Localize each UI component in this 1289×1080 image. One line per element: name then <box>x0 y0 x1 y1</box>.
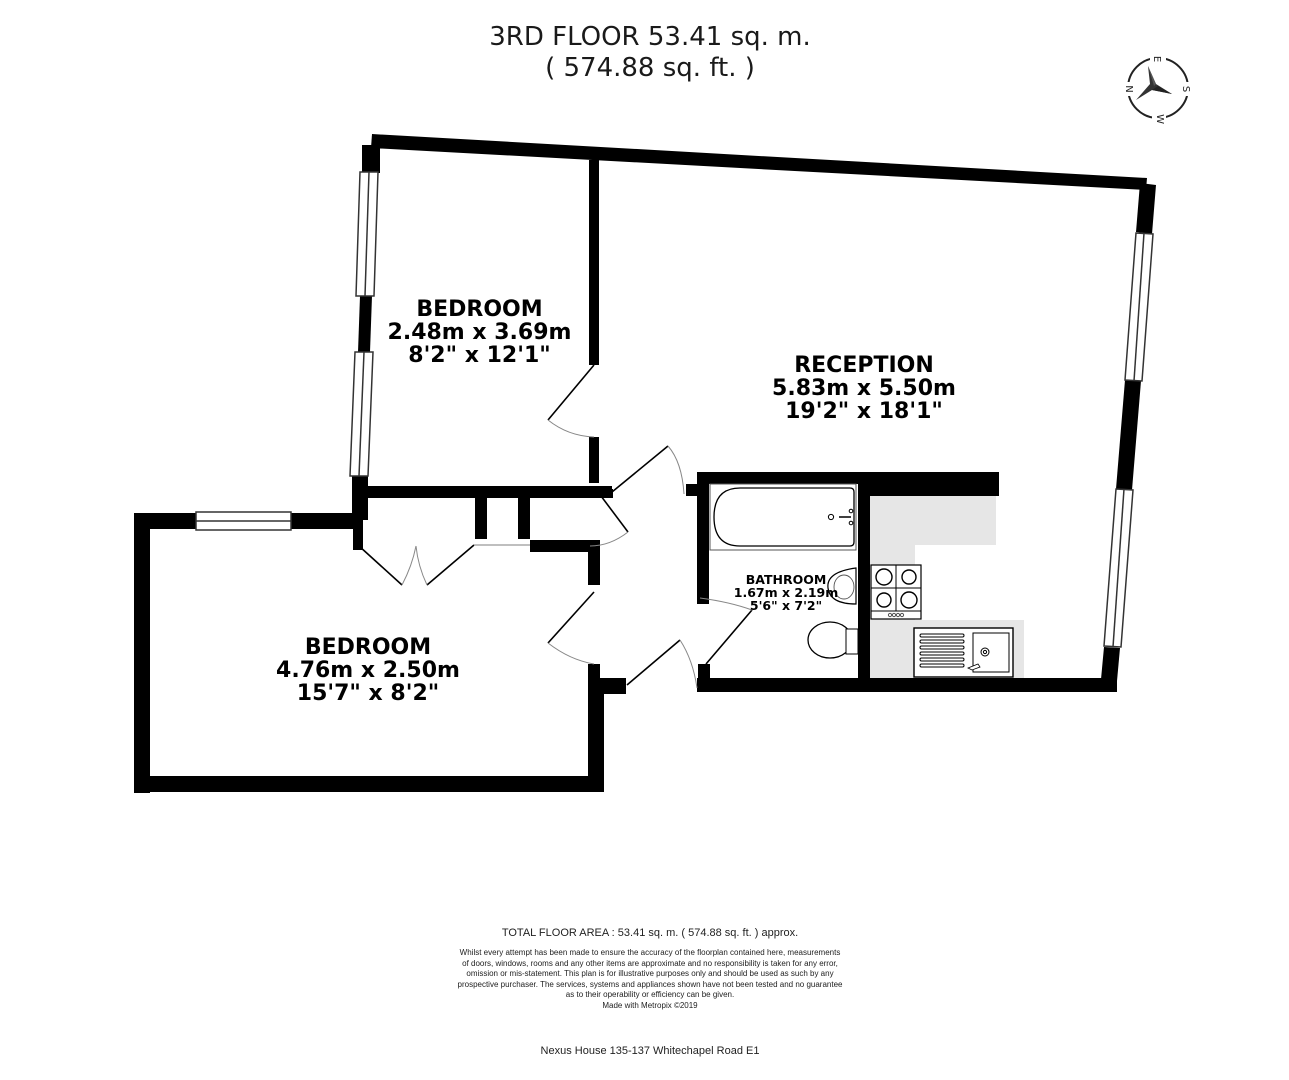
metropix-credit: Made with Metropix ©2019 <box>602 1000 698 1010</box>
room-name: BATHROOM <box>745 572 827 587</box>
walls <box>134 134 1156 793</box>
hob-icon <box>870 564 922 620</box>
property-address: Nexus House 135-137 Whitechapel Road E1 <box>420 1045 880 1057</box>
room-imperial: 15'7" x 8'2" <box>296 681 440 707</box>
room-name: BEDROOM <box>304 635 432 660</box>
disclaimer-line: Whilst every attempt has been made to en… <box>459 948 841 957</box>
sink-icon <box>913 627 1014 678</box>
compass-rose-icon: E S W N <box>1123 54 1192 124</box>
svg-text:N: N <box>1123 85 1134 92</box>
room-metric: 5.83m x 5.50m <box>772 376 956 402</box>
room-name: RECEPTION <box>794 353 934 378</box>
room-imperial: 5'6" x 7'2" <box>749 598 823 614</box>
room-label-bedroom-2: BEDROOM 4.76m x 2.50m 15'7" x 8'2" <box>254 636 482 705</box>
disclaimer-line: as to their operability or efficiency ca… <box>565 990 735 1000</box>
room-name: BEDROOM <box>416 297 543 322</box>
disclaimer-line: of doors, windows, rooms and any other i… <box>462 958 838 968</box>
disclaimer-line: prospective purchaser. The services, sys… <box>457 979 843 989</box>
room-label-bathroom: BATHROOM 1.67m x 2.19m 5'6" x 7'2" <box>728 572 844 614</box>
disclaimer: Whilst every attempt has been made to en… <box>420 948 880 1012</box>
total-area-text: TOTAL FLOOR AREA : 53.41 sq. m. ( 574.88… <box>501 927 799 939</box>
bathtub-icon <box>709 483 857 551</box>
room-metric: 4.76m x 2.50m <box>276 658 460 684</box>
room-label-bedroom-1: BEDROOM 2.48m x 3.69m 8'2" x 12'1" <box>372 298 587 367</box>
floor-title: 3RD FLOOR 53.41 sq. m. <box>489 22 811 52</box>
room-imperial: 8'2" x 12'1" <box>408 343 551 369</box>
toilet-icon <box>807 621 859 659</box>
kitchen-fixtures <box>870 496 1024 678</box>
address-text: Nexus House 135-137 Whitechapel Road E1 <box>540 1045 760 1057</box>
disclaimer-line: omission or mis-statement. This plan is … <box>466 969 834 979</box>
floor-area-ft: ( 574.88 sq. ft. ) <box>545 53 755 83</box>
room-label-reception: RECEPTION 5.83m x 5.50m 19'2" x 18'1" <box>748 354 980 423</box>
total-floor-area: TOTAL FLOOR AREA : 53.41 sq. m. ( 574.88… <box>420 927 880 939</box>
room-metric: 1.67m x 2.19m <box>733 585 839 601</box>
floor-header: 3RD FLOOR 53.41 sq. m. ( 574.88 sq. ft. … <box>430 22 870 84</box>
svg-text:W: W <box>1154 114 1165 124</box>
doors <box>358 364 753 689</box>
svg-text:E: E <box>1151 56 1162 62</box>
svg-text:S: S <box>1180 86 1191 92</box>
room-metric: 2.48m x 3.69m <box>387 320 572 346</box>
windows <box>195 171 1154 648</box>
washbasin-icon <box>827 567 857 605</box>
room-imperial: 19'2" x 18'1" <box>785 399 943 425</box>
bathroom-fixtures <box>709 483 859 659</box>
